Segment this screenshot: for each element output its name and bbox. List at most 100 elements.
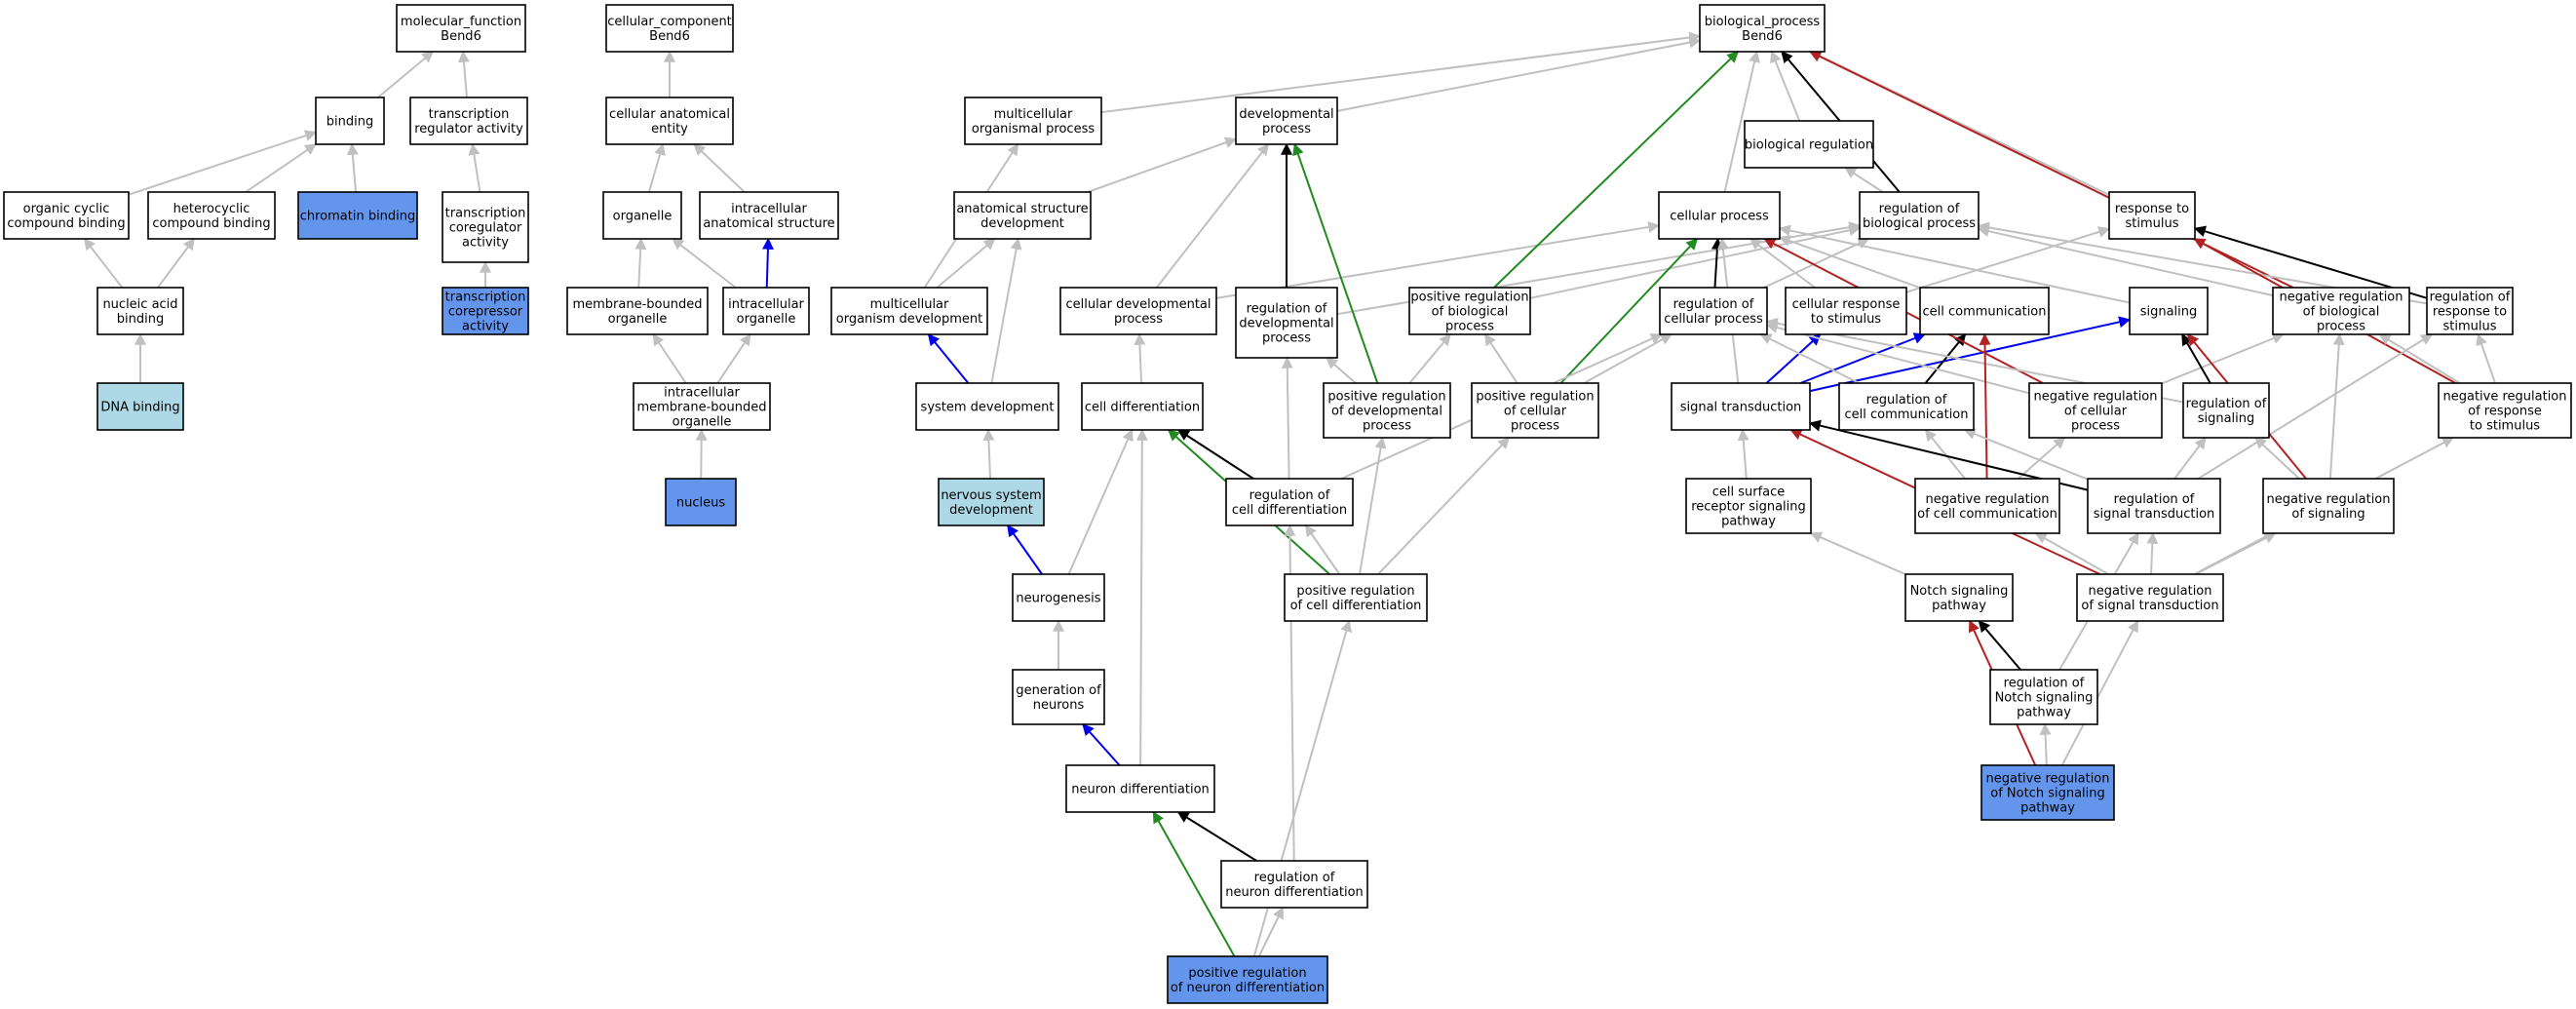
node-box[interactable] bbox=[2262, 478, 2395, 534]
node-ccomm[interactable]: cell communication bbox=[1919, 287, 2050, 335]
node-box[interactable] bbox=[2426, 287, 2514, 335]
node-chromb[interactable]: chromatin binding bbox=[297, 191, 418, 240]
node-box[interactable] bbox=[297, 191, 418, 240]
node-box[interactable] bbox=[1914, 478, 2060, 534]
node-box[interactable] bbox=[1699, 4, 1826, 53]
node-box[interactable] bbox=[1685, 478, 1812, 534]
node-box[interactable] bbox=[1859, 191, 1980, 240]
node-neurog[interactable]: neurogenesis bbox=[1012, 573, 1105, 622]
node-box[interactable] bbox=[1081, 382, 1204, 431]
node-box[interactable] bbox=[953, 191, 1092, 240]
node-box[interactable] bbox=[315, 97, 385, 145]
node-box[interactable] bbox=[2028, 382, 2163, 439]
node-box[interactable] bbox=[1408, 287, 1531, 335]
node-box[interactable] bbox=[2182, 382, 2270, 439]
node-box[interactable] bbox=[605, 4, 734, 53]
node-box[interactable] bbox=[1059, 287, 1217, 335]
node-box[interactable] bbox=[1989, 669, 2098, 725]
node-box[interactable] bbox=[396, 4, 526, 53]
node-box[interactable] bbox=[1904, 573, 2014, 622]
node-box[interactable] bbox=[915, 382, 1059, 431]
node-box[interactable] bbox=[602, 191, 682, 240]
node-box[interactable] bbox=[1323, 382, 1451, 439]
node-box[interactable] bbox=[2108, 191, 2196, 240]
node-signaling[interactable]: signaling bbox=[2129, 287, 2209, 335]
node-box[interactable] bbox=[1235, 97, 1338, 145]
node-box[interactable] bbox=[1658, 191, 1781, 240]
node-box[interactable] bbox=[1659, 287, 1768, 335]
node-binding[interactable]: binding bbox=[315, 97, 385, 145]
node-box[interactable] bbox=[1220, 860, 1368, 909]
node-box[interactable] bbox=[1284, 573, 1428, 622]
node-organelle[interactable]: organelle bbox=[602, 191, 682, 240]
node-box[interactable] bbox=[442, 287, 529, 335]
node-biolreg[interactable]: biological regulation bbox=[1744, 120, 1874, 169]
node-box[interactable] bbox=[2076, 573, 2224, 622]
node-box[interactable] bbox=[2087, 478, 2221, 534]
node-box[interactable] bbox=[96, 382, 184, 431]
node-box[interactable] bbox=[665, 478, 737, 526]
node-box[interactable] bbox=[147, 191, 276, 240]
node-box[interactable] bbox=[442, 191, 529, 263]
node-box[interactable] bbox=[633, 382, 771, 431]
node-box[interactable] bbox=[722, 287, 810, 335]
node-box[interactable] bbox=[1167, 955, 1328, 1004]
node-st[interactable]: signal transduction bbox=[1671, 382, 1811, 431]
node-box[interactable] bbox=[1471, 382, 1599, 439]
node-box[interactable] bbox=[409, 97, 528, 145]
node-box[interactable] bbox=[1671, 382, 1811, 431]
node-box[interactable] bbox=[1065, 764, 1215, 813]
node-box[interactable] bbox=[1980, 764, 2115, 821]
node-box[interactable] bbox=[605, 97, 734, 145]
node-box[interactable] bbox=[566, 287, 709, 335]
node-box[interactable] bbox=[1785, 287, 1907, 335]
node-box[interactable] bbox=[1012, 669, 1105, 725]
node-box[interactable] bbox=[1744, 120, 1874, 169]
node-box[interactable] bbox=[3, 191, 130, 240]
node-box[interactable] bbox=[2438, 382, 2572, 439]
node-box[interactable] bbox=[1838, 382, 1975, 431]
node-box[interactable] bbox=[96, 287, 184, 335]
node-box[interactable] bbox=[2129, 287, 2209, 335]
node-box[interactable] bbox=[964, 97, 1102, 145]
node-sysdev[interactable]: system development bbox=[915, 382, 1059, 431]
node-nd[interactable]: neuron differentiation bbox=[1065, 764, 1215, 813]
